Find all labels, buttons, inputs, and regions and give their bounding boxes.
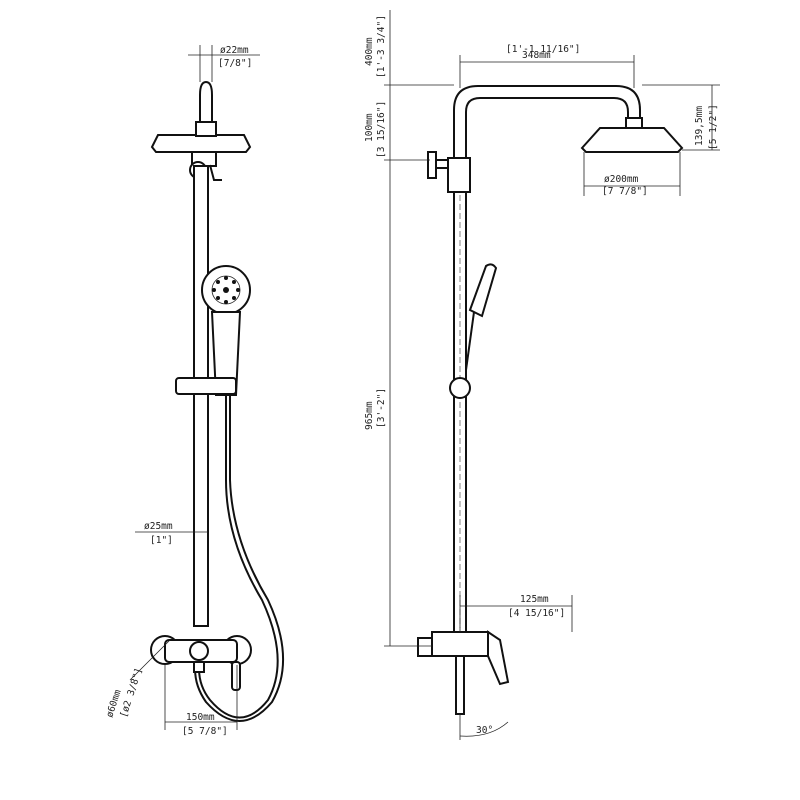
head-connector bbox=[195, 121, 217, 137]
riser-length-inch: [3'-2"] bbox=[376, 388, 387, 428]
hose-connector bbox=[193, 661, 205, 673]
side-view: 348mm [1'-1 11/16"] 400mm [1'-3 3/4"] 10… bbox=[364, 10, 720, 740]
top-height-inch: [1'-3 3/4"] bbox=[376, 15, 387, 78]
mixer-projection-inch: [4 15/16"] bbox=[508, 608, 565, 619]
dim-lever-angle: 30° bbox=[459, 714, 509, 740]
side-hand-handle bbox=[465, 311, 475, 371]
head-swivel bbox=[625, 117, 643, 129]
diverter-height-inch: [3 15/16"] bbox=[376, 101, 387, 158]
shower-arm bbox=[453, 85, 641, 160]
mixer-lever bbox=[231, 661, 241, 691]
diverter-lever bbox=[209, 164, 222, 181]
head-drop-inch: [5 1/2"] bbox=[708, 104, 719, 150]
arm-reach-mm: 348mm bbox=[522, 50, 551, 61]
side-diverter bbox=[447, 157, 471, 193]
shower-hose-outer bbox=[194, 395, 285, 722]
front-view: ø22mm [7/8"] ø25mm [1"] ø60mm [ø2 3/8"] … bbox=[104, 45, 285, 737]
head-diameter-mm: ø200mm bbox=[604, 174, 639, 185]
rail-diameter-mm: ø25mm bbox=[144, 521, 173, 532]
diverter-height-mm: 100mm bbox=[364, 113, 375, 142]
side-mixer-lever bbox=[487, 630, 510, 686]
lever-angle: 30° bbox=[476, 725, 493, 736]
shower-hose bbox=[198, 395, 279, 719]
pipe-diameter-inch: [7/8"] bbox=[218, 58, 252, 69]
arm-reach-inch: [1'-1 11/16"] bbox=[506, 44, 580, 55]
overhead-shower-head bbox=[150, 134, 252, 153]
riser-rail bbox=[193, 165, 209, 627]
head-diameter-inch: [7 7/8"] bbox=[602, 186, 648, 197]
hand-shower-handle bbox=[210, 311, 242, 396]
riser-length-mm: 965mm bbox=[364, 401, 375, 430]
hand-shower-nozzles bbox=[212, 276, 240, 304]
top-height-mm: 400mm bbox=[364, 37, 375, 66]
dim-rail-diameter: ø25mm [1"] bbox=[135, 521, 208, 546]
shower-arm-inner bbox=[465, 97, 629, 160]
dim-diverter-height: 100mm [3 15/16"] bbox=[364, 101, 387, 158]
mixer-outlet bbox=[189, 641, 209, 661]
shower-arm-pipe bbox=[199, 80, 213, 125]
dim-head-diameter: ø200mm [7 7/8"] bbox=[583, 152, 681, 197]
side-hand-shower bbox=[468, 263, 498, 318]
dim-arm-reach: 348mm bbox=[459, 50, 635, 88]
dim-pipe-diameter: ø22mm [7/8"] bbox=[188, 45, 260, 82]
dim-mixer-spacing: 150mm [5 7/8"] bbox=[164, 665, 238, 737]
dim-mixer-projection: 125mm [4 15/16"] bbox=[459, 594, 573, 632]
mixer-projection-mm: 125mm bbox=[520, 594, 549, 605]
mixer-spacing-inch: [5 7/8"] bbox=[182, 726, 228, 737]
rail-diameter-inch: [1"] bbox=[150, 535, 173, 546]
dim-top-height: 400mm [1'-3 3/4"] bbox=[364, 15, 387, 78]
slider-holder bbox=[175, 377, 237, 395]
head-drop-mm: 139,5mm bbox=[694, 106, 705, 146]
mixer-spacing-mm: 150mm bbox=[186, 712, 215, 723]
side-mixer-outlet bbox=[455, 655, 465, 715]
pipe-diameter-mm: ø22mm bbox=[220, 45, 249, 56]
dim-riser-length: 965mm [3'-2"] bbox=[364, 388, 387, 430]
dim-head-drop: 139,5mm [5 1/2"] bbox=[642, 84, 720, 151]
side-diverter-knob bbox=[427, 151, 437, 179]
side-shower-head bbox=[580, 127, 684, 153]
side-slider bbox=[449, 377, 471, 399]
side-mixer-body bbox=[431, 631, 489, 657]
side-escutcheon bbox=[417, 637, 433, 657]
